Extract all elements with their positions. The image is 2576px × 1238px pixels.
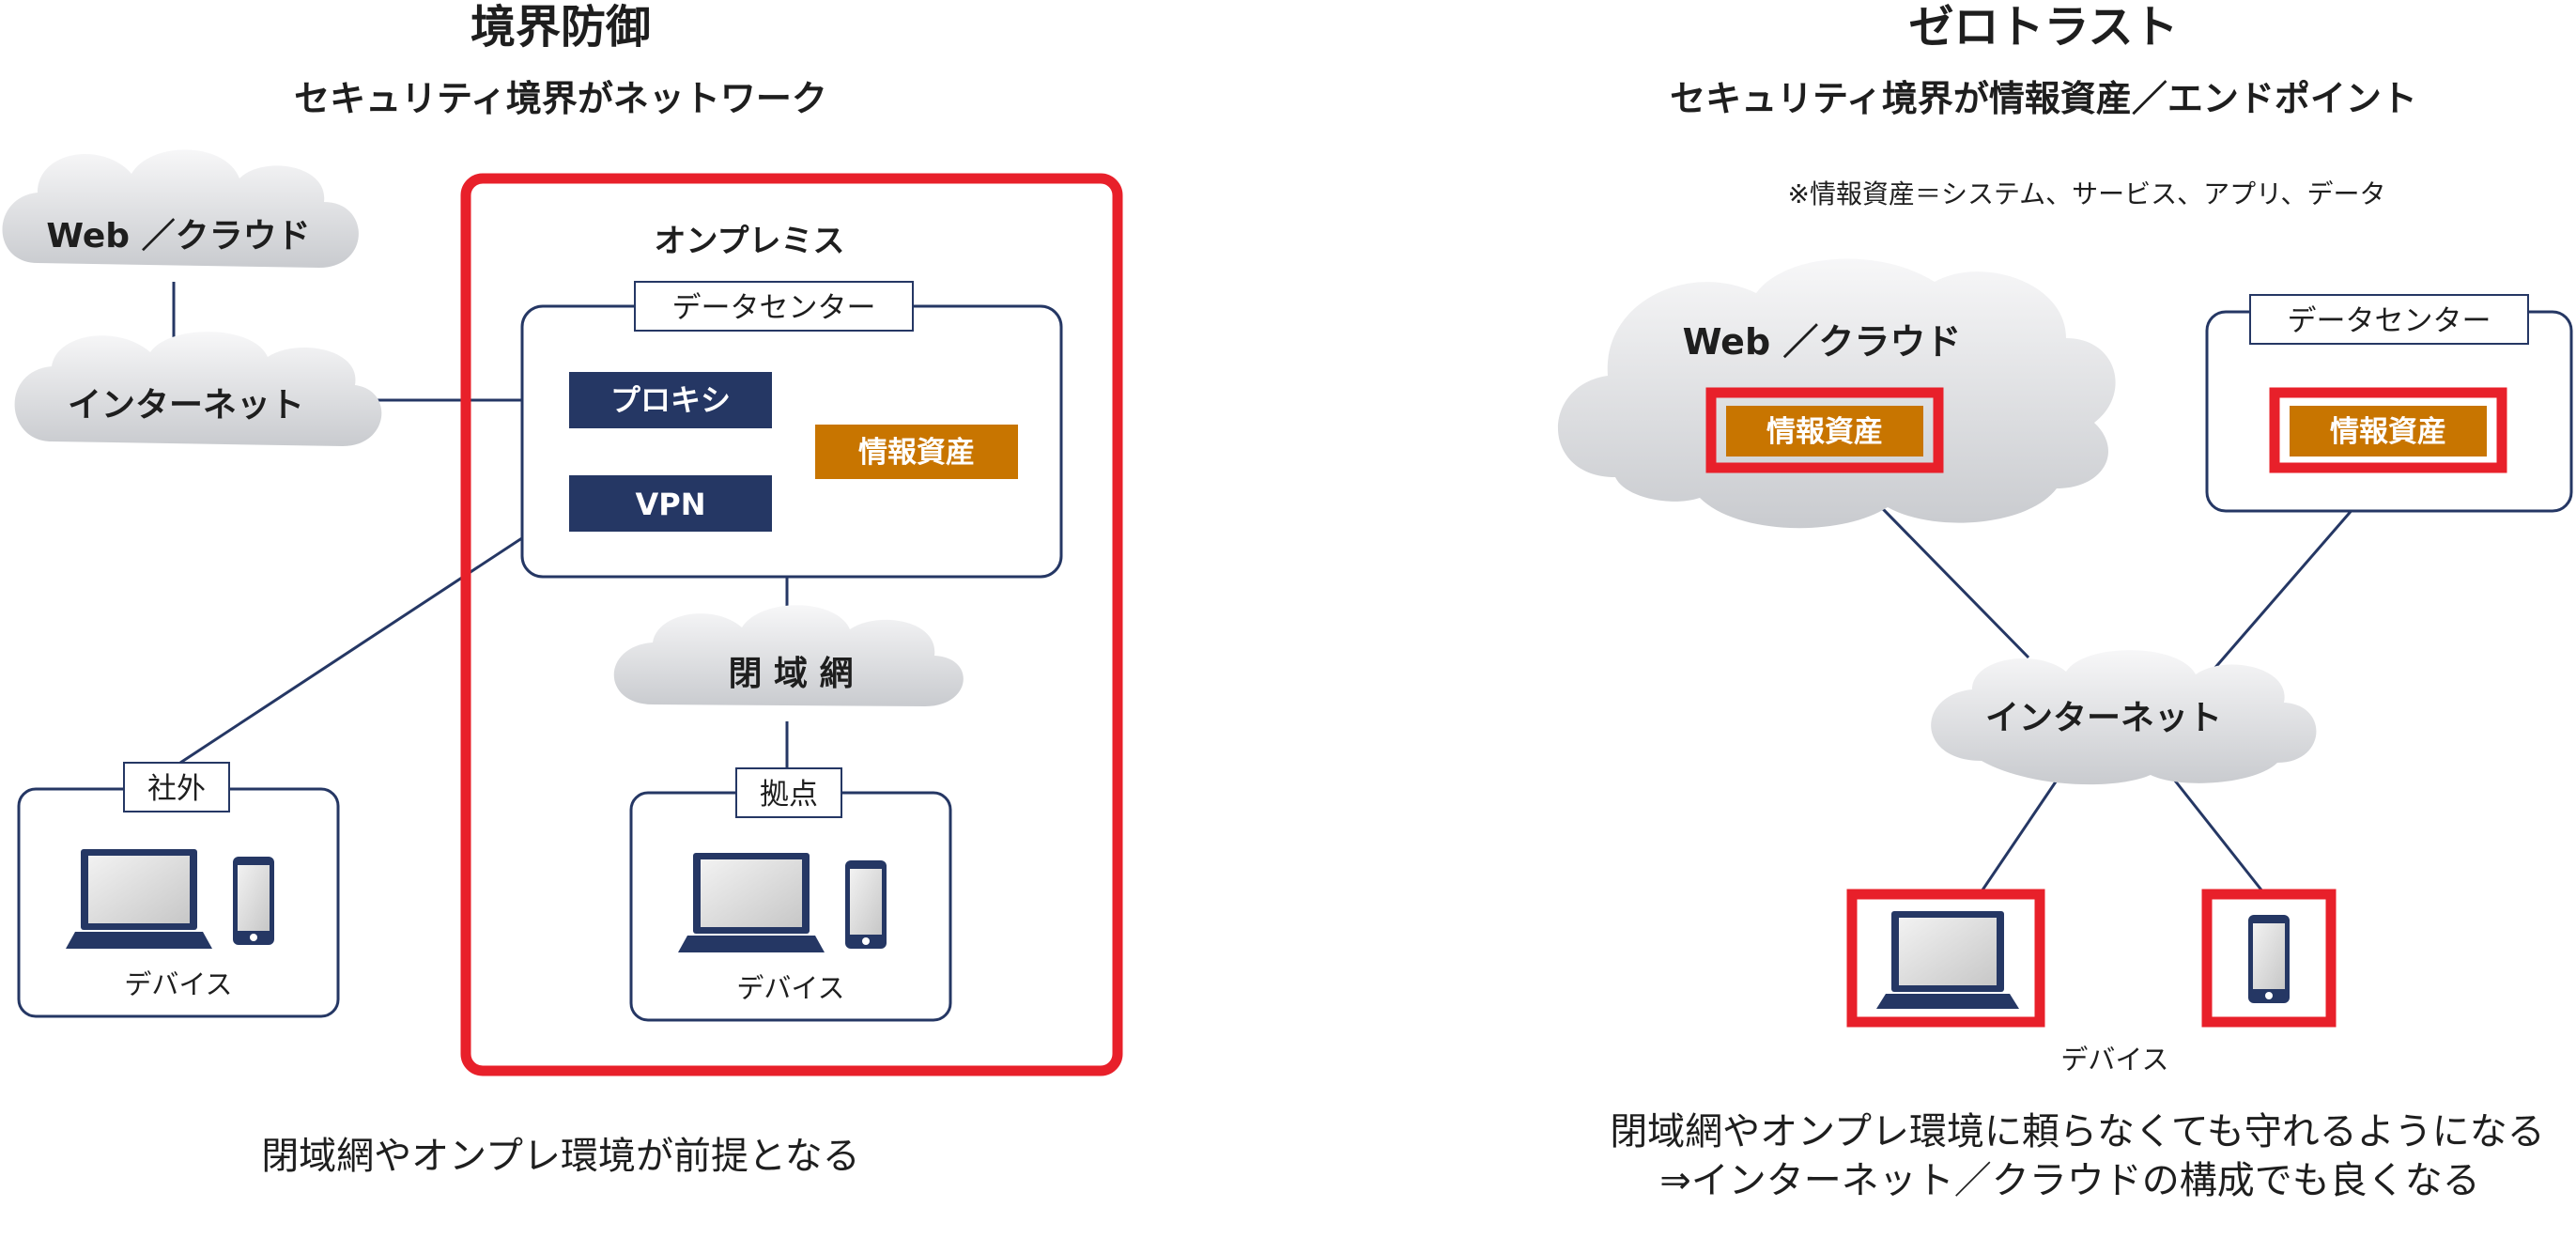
laptop-icon bbox=[1876, 911, 2019, 1009]
datacenter-box-right: データセンター 情報資産 bbox=[2205, 294, 2573, 513]
right-subtitle: セキュリティ境界が情報資産／エンドポイント bbox=[1670, 78, 2417, 119]
datacenter-label-left: データセンター bbox=[672, 291, 876, 325]
cloud-web-right-label: Web ／クラウド bbox=[1683, 321, 1962, 363]
cloud-internet-left: インターネット bbox=[14, 332, 382, 446]
smartphone-icon bbox=[845, 860, 887, 949]
info-asset-left-label: 情報資産 bbox=[858, 436, 975, 470]
base-device-box: 拠点 デバイス bbox=[629, 767, 952, 1022]
connector-outside-vpn bbox=[179, 505, 570, 765]
cloud-internet-right: インターネット bbox=[1931, 650, 2317, 785]
info-asset-left: 情報資産 bbox=[815, 425, 1018, 479]
device-label-outside: デバイス bbox=[124, 968, 232, 1000]
smartphone-icon bbox=[233, 857, 274, 945]
cloud-internet-right-label: インターネット bbox=[1985, 699, 2222, 737]
smartphone-icon bbox=[2248, 915, 2290, 1003]
info-asset-dc-label: 情報資産 bbox=[2330, 415, 2446, 449]
device-label-right: デバイス bbox=[2060, 1044, 2168, 1076]
right-title: ゼロトラスト bbox=[1908, 1, 2178, 54]
left-subtitle: セキュリティ境界がネットワーク bbox=[294, 78, 827, 119]
proxy-box: プロキシ bbox=[569, 372, 772, 428]
device-laptop-secured bbox=[1846, 889, 2045, 1028]
zero-trust-panel: ゼロトラスト セキュリティ境界が情報資産／エンドポイント ※情報資産＝システム、… bbox=[1557, 1, 2573, 1202]
right-caption-line2: ⇒インターネット／クラウドの構成でも良くなる bbox=[1659, 1159, 2480, 1202]
cloud-web-right: Web ／クラウド 情報資産 bbox=[1557, 258, 2116, 529]
onpremise-label: オンプレミス bbox=[655, 223, 845, 260]
base-tab bbox=[735, 767, 842, 818]
info-asset-dc: 情報資産 bbox=[2269, 387, 2507, 473]
closed-network-label: 閉 域 網 bbox=[728, 655, 853, 693]
right-caption-line1: 閉域網やオンプレ環境に頼らなくても守れるようになる bbox=[1610, 1110, 2545, 1153]
info-asset-cloud-label: 情報資産 bbox=[1766, 415, 1883, 449]
cloud-closed-network: 閉 域 網 bbox=[613, 605, 964, 706]
device-phone-secured bbox=[2201, 889, 2337, 1028]
vpn-box: VPN bbox=[569, 475, 772, 532]
left-caption: 閉域網やオンプレ環境が前提となる bbox=[261, 1135, 860, 1178]
base-label: 拠点 bbox=[760, 778, 818, 812]
datacenter-tab-right bbox=[2249, 294, 2529, 345]
left-title: 境界防御 bbox=[470, 1, 651, 54]
laptop-icon bbox=[66, 849, 212, 949]
laptop-icon bbox=[678, 853, 825, 952]
proxy-label: プロキシ bbox=[610, 382, 731, 418]
cloud-web-left: Web ／クラウド bbox=[2, 149, 359, 268]
connector-internet-laptop bbox=[1978, 766, 2068, 895]
vpn-label: VPN bbox=[636, 487, 706, 522]
cloud-web-left-label: Web ／クラウド bbox=[46, 217, 310, 255]
device-label-base: デバイス bbox=[736, 972, 844, 1004]
outside-device-box: 社外 デバイス bbox=[17, 762, 340, 1018]
cloud-internet-left-label: インターネット bbox=[68, 386, 304, 425]
datacenter-label-right: データセンター bbox=[2288, 304, 2491, 338]
connector-internet-phone bbox=[2169, 775, 2265, 893]
right-note: ※情報資産＝システム、サービス、アプリ、データ bbox=[1788, 178, 2386, 209]
outside-label: 社外 bbox=[147, 772, 206, 806]
perimeter-defense-panel: 境界防御 セキュリティ境界がネットワーク Web ／クラウド インターネット オ… bbox=[2, 1, 1123, 1178]
onpremise-frame bbox=[460, 173, 1123, 1076]
outside-tab bbox=[123, 762, 230, 812]
datacenter-tab-left bbox=[634, 281, 914, 332]
info-asset-cloud: 情報資産 bbox=[1705, 387, 1944, 473]
